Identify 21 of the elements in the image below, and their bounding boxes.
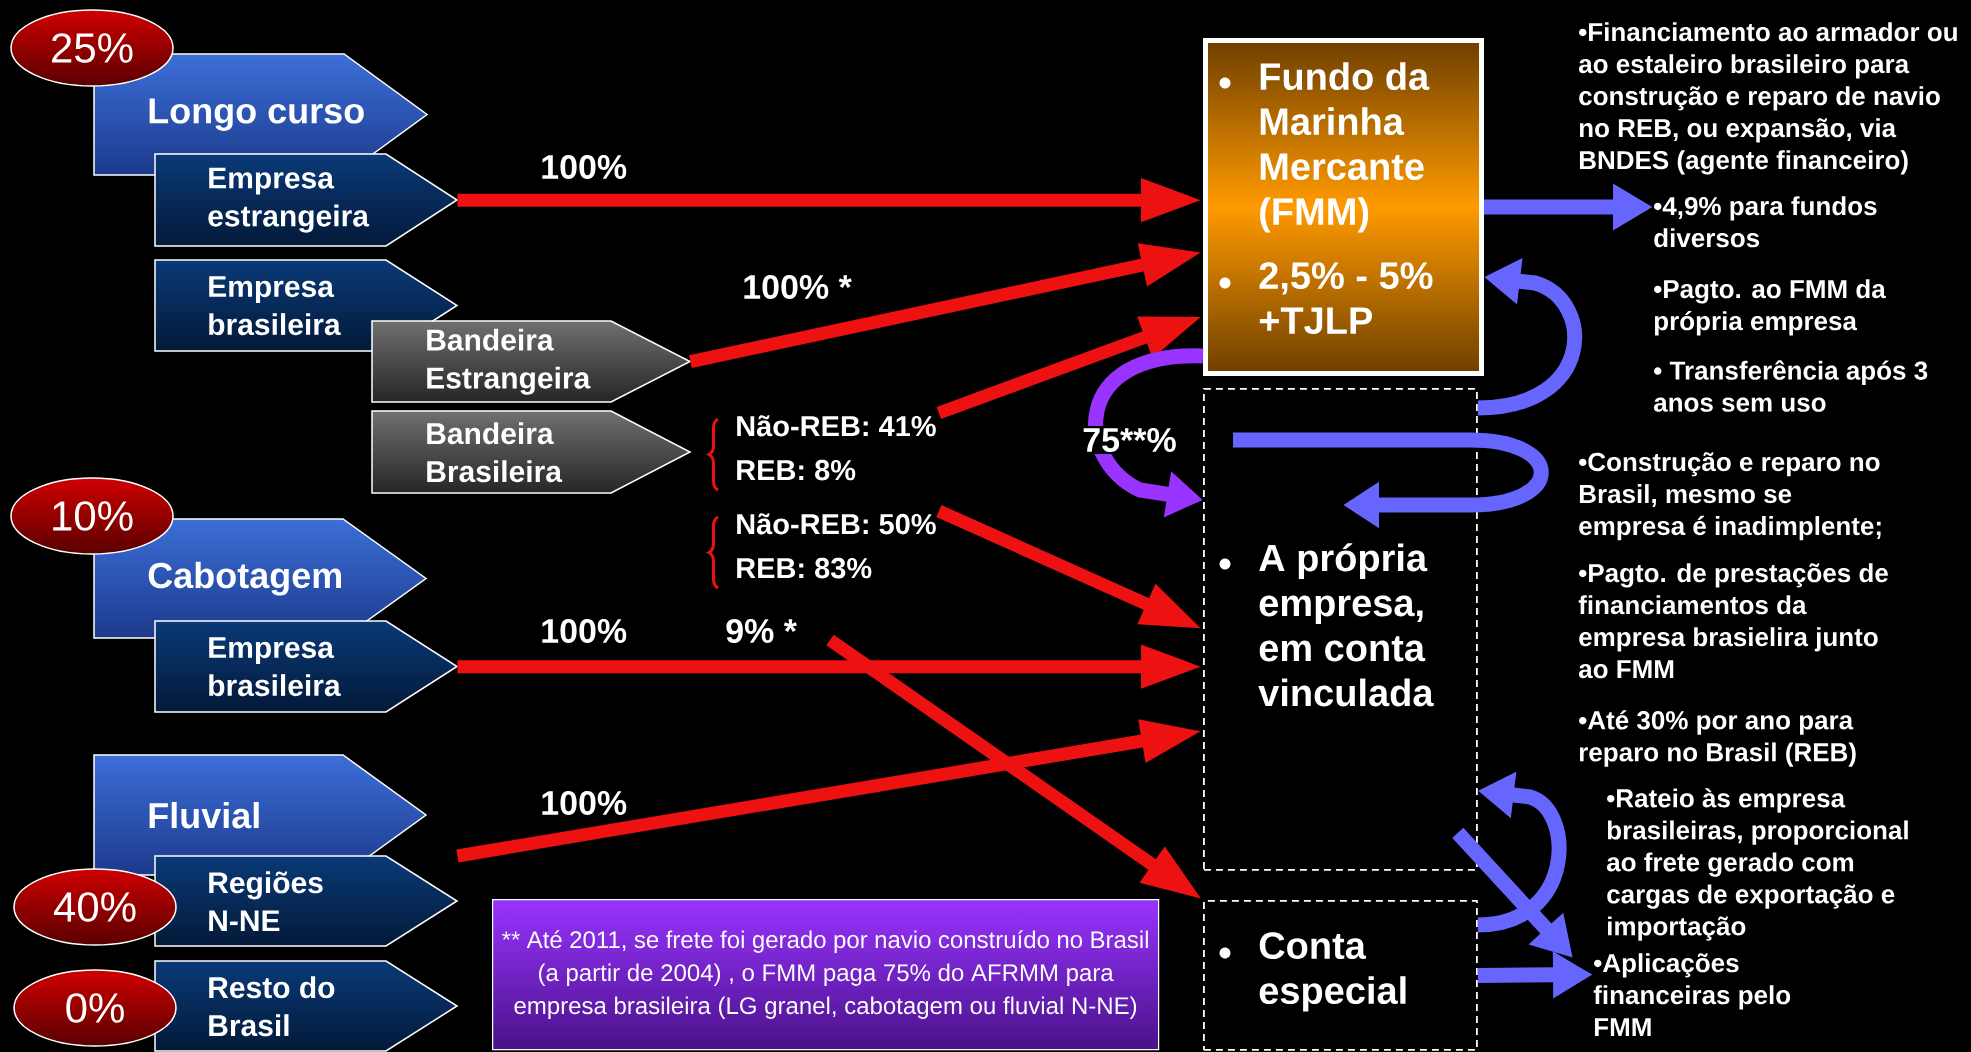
share-text: Não-REB: 41% REB: 8% [737,415,936,481]
use-text: • Transferência após 3 anos sem uso [1654,360,1928,412]
use-text: •Pagto. de prestações de financiamentos da empresa brasielira junto ao FMM [1578,563,1888,679]
edge-label: 75**% [1080,426,1179,454]
share-text: Não-REB: 50% REB: 83% [737,513,936,579]
use-text: •Construção e reparo no Brasil, mesmo se empresa é inadimplente; [1579,452,1881,541]
edge-label: 100% [538,616,630,646]
use-text: •Rateio às empresa brasileiras, proporcional ao frete gerado com cargas de exportação e importação [1607,788,1908,941]
use-text: •Até 30% por ano para reparo no Brasil (REB) [1579,710,1856,767]
edge-label: 9% * [723,616,800,646]
account-box: A própria empresa, em conta vinculada [1203,388,1478,871]
edge-label: 100% * [740,272,854,302]
note-box: ** Até 2011, se frete foi gerado por navio construído no Brasil (a partir de 2004) , o FMM paga 75% do AFRMM para empresa brasileira (LG granel, cabotagem ou fluvial N-NE) [492,899,1160,1051]
use-text: •Financiamento ao armador ou ao estaleiro brasileiro para construção e reparo de navio no REB, ou expansão, via BNDES (agente financeiro) [1579,22,1957,175]
use-text: •Pagto. ao FMM da própria empresa [1654,279,1886,336]
edge-label: 100% [538,788,630,818]
edge-label: 100% [538,152,630,182]
use-text: •4,9% para fundos diversos [1654,196,1877,248]
fund-box: Fundo da Marinha Mercante (FMM) 2,5% - 5% +TJLP [1203,38,1484,376]
use-text: •Aplicações financeiras pelo FMM [1593,953,1791,1037]
account-box: Conta especial [1203,900,1478,1051]
